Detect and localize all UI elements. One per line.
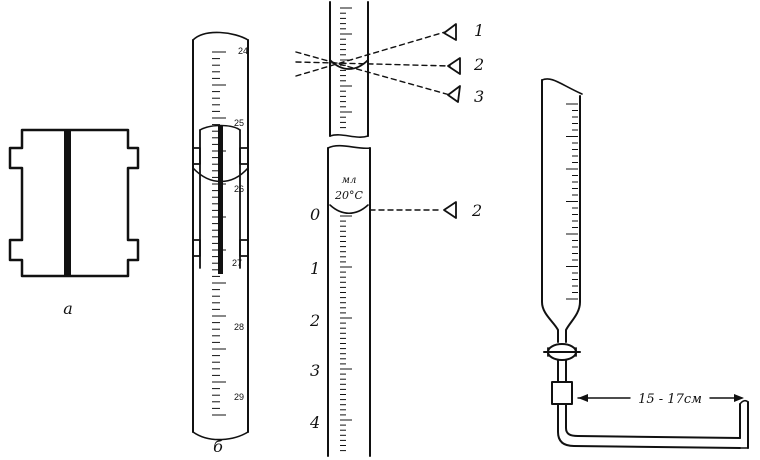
eye-icon	[447, 57, 461, 75]
eye-icon	[443, 201, 457, 219]
temperature-label: 20°C	[334, 189, 363, 202]
scale-number: 0	[310, 205, 320, 224]
lower-tube-graduation	[340, 215, 352, 452]
panel-a-clamp: а	[8, 128, 140, 318]
sight-label: 1	[474, 21, 484, 40]
panel-b-label: б	[213, 437, 223, 456]
panel-a-label: а	[63, 299, 73, 318]
scale-number: 4	[309, 413, 320, 432]
eye-icon	[447, 85, 461, 103]
scale-number: 2	[309, 311, 320, 330]
stopcock	[543, 343, 581, 361]
burette-b-number: 29	[234, 392, 244, 402]
burette-d-graduation	[566, 103, 578, 300]
burette-b-number: 26	[234, 184, 244, 194]
eye-icon	[443, 23, 457, 41]
sight-label: 3	[474, 87, 484, 106]
panel-c-meniscus-reading: 1 2 3 мл 20°C 2 0 1 2 3 4	[295, 1, 484, 457]
sight-label: 2	[471, 201, 482, 220]
sight-label: 2	[473, 55, 484, 74]
float-center-line	[218, 126, 223, 274]
unit-label: мл	[342, 175, 357, 186]
scale-number: 1	[310, 259, 320, 278]
burette-b-number: 28	[234, 322, 244, 332]
upper-tube-graduation	[340, 7, 352, 129]
burette-b-number: 24	[238, 46, 248, 56]
burette-b-number: 25	[234, 118, 244, 128]
panel-b-burette-float: 24 25 26 27 28 29 б	[192, 31, 249, 456]
scale-number: 3	[310, 361, 320, 380]
panel-d-stopcock-burette: 15 - 17см	[541, 78, 749, 449]
burette-b-graduation	[212, 51, 226, 416]
rubber-joint	[551, 381, 573, 405]
burette-b-number: 27	[232, 258, 242, 268]
dimension-label: 15 - 17см	[638, 392, 702, 407]
clamp-center-bar	[64, 130, 71, 276]
